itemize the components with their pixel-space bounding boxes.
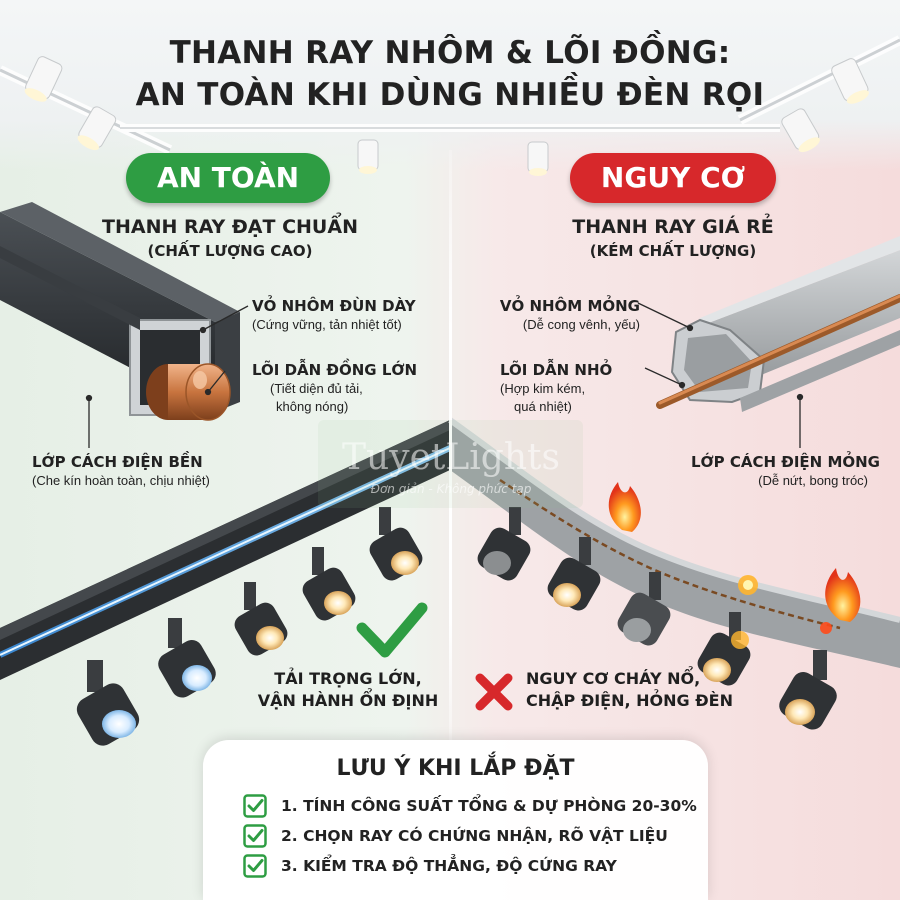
safe-core-title: LÕI DẪN ĐỒNG LỚN [252,361,418,379]
risk-shell-note: (Dễ cong vênh, yếu) [522,317,640,332]
safe-insulation-label: LỚP CÁCH ĐIỆN BỀN (Che kín hoàn toàn, ch… [32,452,292,490]
risk-core-label: LÕI DẪN NHỎ (Hợp kim kém, quá nhiệt) [500,360,650,416]
safe-core-note-1: (Tiết diện đủ tải, [270,381,363,396]
risk-insulation-title: LỚP CÁCH ĐIỆN MỎNG [691,453,880,471]
safe-shell-title: VỎ NHÔM ĐÙN DÀY [252,297,416,315]
safe-status: TẢI TRỌNG LỚN, VẬN HÀNH ỔN ĐỊNH [248,668,448,712]
safe-badge: AN TOÀN [126,153,330,203]
safe-track [0,420,452,680]
watermark: TuyetLights Đơn giản - Không phức tạp [318,420,583,508]
risk-core-title: LÕI DẪN NHỎ [500,361,613,379]
leader-lines [85,302,804,448]
risk-status-line-2: CHẬP ĐIỆN, HỎNG ĐÈN [526,691,733,710]
safe-shell-label: VỎ NHÔM ĐÙN DÀY (Cứng vững, tản nhiệt tố… [252,296,452,334]
risk-status-line-1: NGUY CƠ CHÁY NỔ, [526,669,701,688]
safe-heading-subtitle: (CHẤT LƯỢNG CAO) [147,242,313,260]
risk-heading: THANH RAY GIÁ RẺ (KÉM CHẤT LƯỢNG) [503,214,843,262]
risk-rail-profile [656,236,900,412]
safe-heading: THANH RAY ĐẠT CHUẨN (CHẤT LƯỢNG CAO) [60,214,400,262]
note-item-text: 3. KIỂM TRA ĐỘ THẲNG, ĐỘ CỨNG RAY [281,857,617,875]
risk-shell-label: VỎ NHÔM MỎNG (Dễ cong vênh, yếu) [470,296,640,334]
risk-track [448,417,900,668]
cross-mark-icon [475,673,513,711]
risk-shell-title: VỎ NHÔM MỎNG [499,297,640,315]
safe-core-label: LÕI DẪN ĐỒNG LỚN (Tiết diện đủ tải, khôn… [252,360,452,416]
risk-spotlights [477,507,837,730]
watermark-brand: TuyetLights [342,437,560,478]
safe-heading-title: THANH RAY ĐẠT CHUẨN [102,216,358,238]
risk-badge: NGUY CƠ [570,153,776,203]
checkbox-checked-icon [243,854,267,878]
check-mark-icon [356,602,428,658]
fire-icon [608,482,861,649]
risk-heading-title: THANH RAY GIÁ RẺ [572,216,774,238]
checkbox-checked-icon [243,824,267,848]
safe-status-line-2: VẬN HÀNH ỔN ĐỊNH [257,691,439,710]
checkbox-checked-icon [243,794,267,818]
safe-insulation-title: LỚP CÁCH ĐIỆN BỀN [32,453,203,471]
title-line-2: AN TOÀN KHI DÙNG NHIỀU ĐÈN RỌI [135,77,765,113]
risk-heading-subtitle: (KÉM CHẤT LƯỢNG) [589,242,757,260]
installation-note-title: LƯU Ý KHI LẮP ĐẶT [336,756,575,781]
title-line-1: THANH RAY NHÔM & LÕI ĐỒNG: [169,35,731,71]
watermark-tagline: Đơn giản - Không phức tạp [370,482,532,496]
risk-insulation-note: (Dễ nứt, bong tróc) [758,473,868,488]
note-item: 1. TÍNH CÔNG SUẤT TỔNG & DỰ PHÒNG 20-30% [243,792,703,820]
note-item-text: 1. TÍNH CÔNG SUẤT TỔNG & DỰ PHÒNG 20-30% [281,797,697,815]
page-title: THANH RAY NHÔM & LÕI ĐỒNG: AN TOÀN KHI D… [40,32,860,116]
safe-status-line-1: TẢI TRỌNG LỚN, [274,669,422,688]
note-item: 3. KIỂM TRA ĐỘ THẲNG, ĐỘ CỨNG RAY [243,852,703,880]
safe-insulation-note: (Che kín hoàn toàn, chịu nhiệt) [32,473,210,488]
safe-shell-note: (Cứng vững, tản nhiệt tốt) [252,317,402,332]
risk-core-note-1: (Hợp kim kém, [500,381,586,396]
safe-core-note-2: không nóng) [276,399,349,414]
risk-status: NGUY CƠ CHÁY NỔ, CHẬP ĐIỆN, HỎNG ĐÈN [526,668,746,712]
note-item-text: 2. CHỌN RAY CÓ CHỨNG NHẬN, RÕ VẬT LIỆU [281,827,668,845]
note-item: 2. CHỌN RAY CÓ CHỨNG NHẬN, RÕ VẬT LIỆU [243,822,703,850]
safe-spotlights [76,507,423,746]
installation-note-panel: LƯU Ý KHI LẮP ĐẶT 1. TÍNH CÔNG SUẤT TỔNG… [203,740,708,900]
center-divider [449,150,452,740]
risk-insulation-label: LỚP CÁCH ĐIỆN MỎNG (Dễ nứt, bong tróc) [655,452,880,490]
ceiling-spotlights [24,56,869,176]
risk-core-note-2: quá nhiệt) [514,399,572,414]
